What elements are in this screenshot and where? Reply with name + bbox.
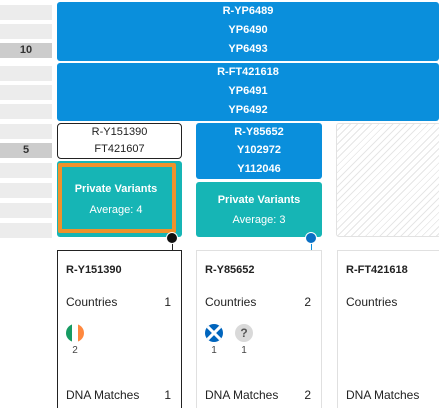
dna-matches-count: 2: [304, 388, 311, 402]
variant-label: Y102972: [236, 144, 282, 156]
haplogroup-name: R-Y151390: [91, 126, 148, 138]
card-title: R-Y85652: [205, 264, 255, 276]
connector-dot: [166, 232, 178, 244]
variant-label: FT421607: [94, 143, 145, 155]
flag-count: 1: [211, 345, 217, 356]
ireland-flag-icon: [66, 324, 84, 342]
scotland-flag-icon: [205, 324, 223, 342]
dna-matches-label: DNA Matches: [66, 388, 140, 402]
empty-placeholder: [336, 123, 439, 237]
gutter-row-count: 10: [0, 43, 52, 58]
countries-count: 1: [164, 295, 171, 309]
flag-count: 2: [72, 345, 78, 356]
private-variants-title: Private Variants: [74, 183, 158, 195]
card-title: R-Y151390: [66, 264, 122, 276]
gutter-row: [0, 163, 52, 178]
haplogroup-block-ft421618[interactable]: R-FT421618 YP6491 YP6492: [57, 63, 439, 121]
flag-count: 1: [241, 345, 247, 356]
countries-label: Countries: [66, 295, 118, 309]
detail-card-y151390[interactable]: R-Y151390 Countries 1 2 DNA Matches 1: [57, 250, 182, 408]
gutter-row-count: 5: [0, 143, 52, 158]
haplogroup-name: R-Y85652: [234, 126, 284, 138]
haplogroup-block-y151390[interactable]: R-Y151390 FT421607: [57, 123, 182, 159]
haplogroup-name: R-FT421618: [217, 66, 279, 78]
gutter-row: [0, 85, 52, 100]
gutter-row: [0, 104, 52, 119]
haplogroup-name: R-YP6489: [222, 5, 274, 17]
connector-line: [311, 237, 312, 251]
countries-label: Countries: [205, 295, 257, 309]
variant-label: YP6492: [228, 104, 268, 116]
variant-label: YP6491: [228, 85, 268, 97]
variant-label: YP6490: [228, 24, 268, 36]
haplogroup-block-y85652[interactable]: R-Y85652 Y102972 Y112046: [196, 123, 322, 179]
private-variants-average: Average: 3: [232, 214, 286, 226]
private-variants-block-y85652[interactable]: Private Variants Average: 3: [196, 182, 322, 237]
selection-outline: [58, 163, 176, 233]
gutter-row: [0, 5, 52, 20]
countries-label: Countries: [346, 295, 398, 309]
connector-line: [172, 237, 173, 251]
gutter-row: [0, 183, 52, 198]
haplogroup-block-yp6489[interactable]: R-YP6489 YP6490 YP6493: [57, 2, 439, 61]
detail-card-y85652[interactable]: R-Y85652 Countries 2 1 ? 1 DNA Matches 2: [196, 250, 322, 408]
gutter-row: [0, 203, 52, 218]
gutter-row: [0, 66, 52, 81]
private-variants-title: Private Variants: [217, 194, 301, 206]
detail-card-ft421618[interactable]: R-FT421618 Countries DNA Matches: [337, 250, 439, 408]
card-title: R-FT421618: [346, 264, 408, 276]
gutter-row: [0, 223, 52, 238]
unknown-country-icon: ?: [235, 324, 253, 342]
dna-matches-count: 1: [164, 388, 171, 402]
variant-label: YP6493: [228, 43, 268, 55]
private-variants-average: Average: 4: [89, 204, 143, 216]
connector-dot: [305, 232, 317, 244]
private-variants-block-y151390[interactable]: Private Variants Average: 4: [57, 161, 182, 237]
gutter-row: [0, 124, 52, 139]
variant-label: Y112046: [237, 163, 281, 175]
dna-matches-label: DNA Matches: [346, 388, 420, 402]
dna-matches-label: DNA Matches: [205, 388, 279, 402]
countries-count: 2: [304, 295, 311, 309]
gutter-row: [0, 24, 52, 39]
